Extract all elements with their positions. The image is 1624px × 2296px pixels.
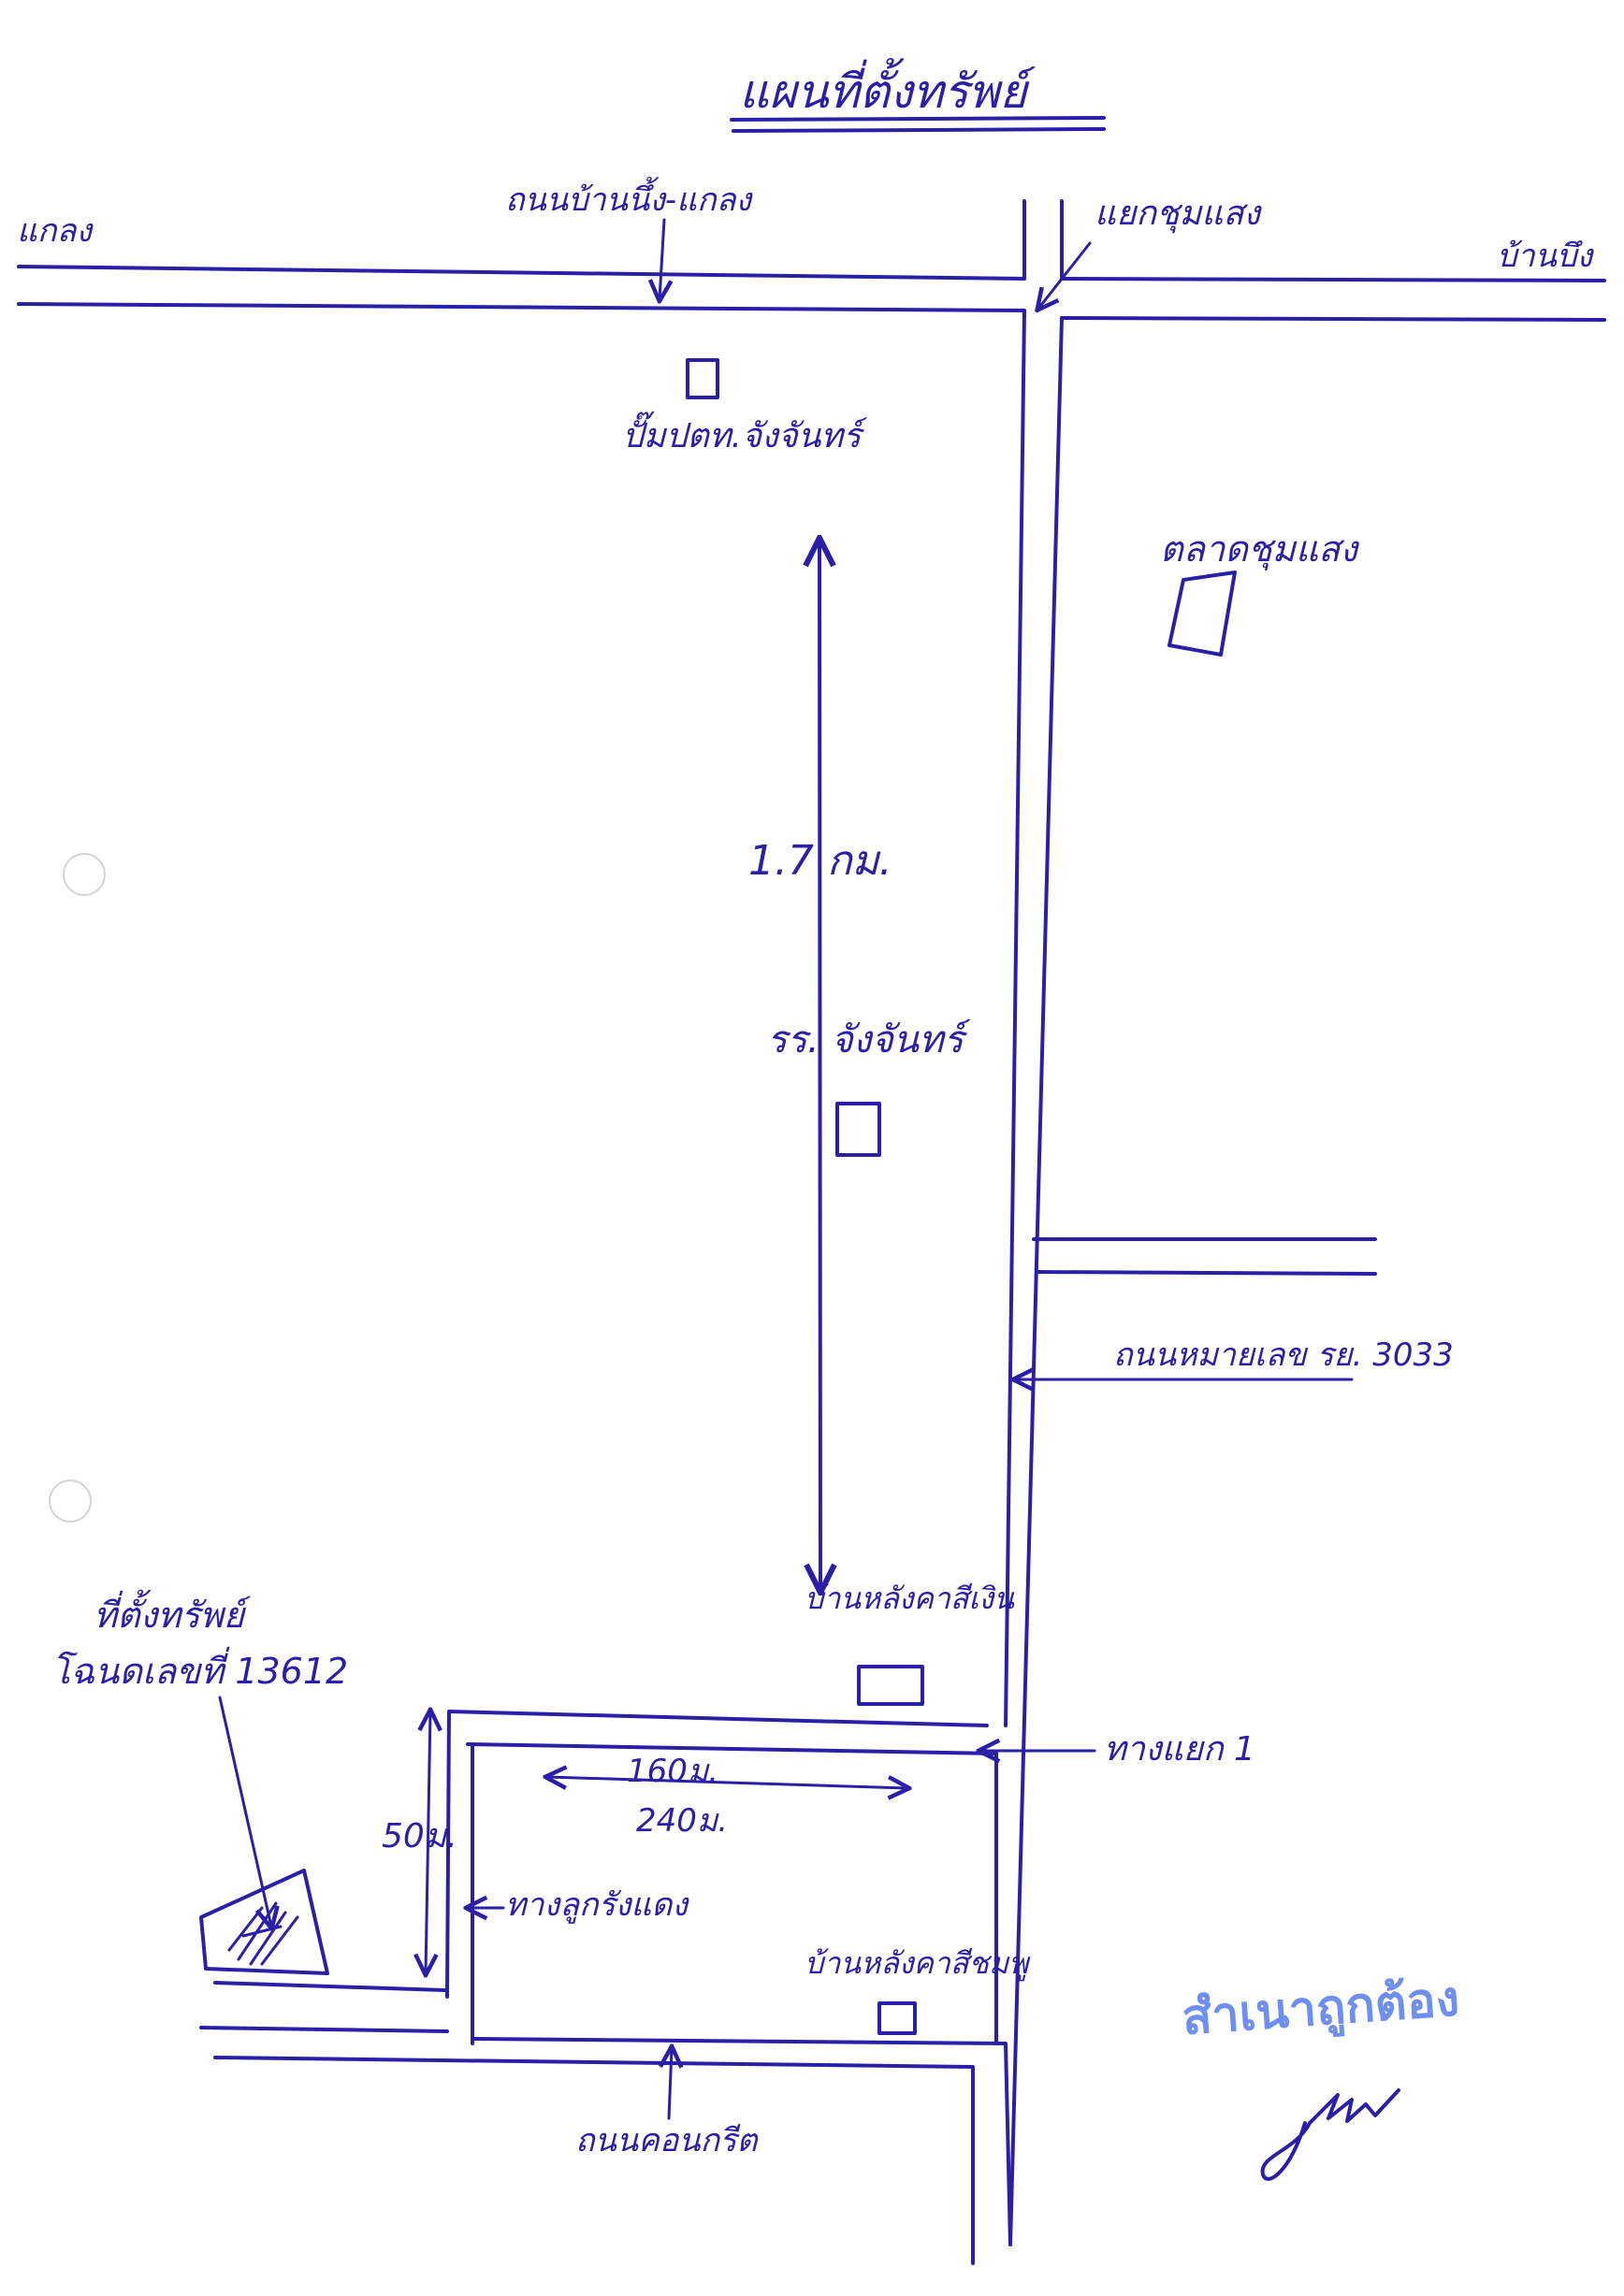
label-deed: โฉนดเลขที่ 13612 — [51, 1646, 348, 1692]
building-icon — [877, 2001, 917, 2035]
label-junction-top: แยกชุมแสง — [1095, 195, 1262, 234]
label-market: ตลาดชุมแสง — [1160, 528, 1360, 570]
label-highway: ถนนหมายเลข รย. 3033 — [1113, 1336, 1454, 1374]
building-icon — [686, 358, 719, 399]
map-title: แผนที่ตั้งทรัพย์ — [739, 58, 1037, 119]
property-hatch — [227, 1901, 299, 1966]
label-road-top: ถนนบ้านนึ้ง-แกลง — [505, 176, 753, 219]
certified-stamp: สำเนาถูกต้อง — [1181, 1971, 1461, 2048]
building-icon — [1167, 570, 1237, 657]
arrow-icon — [669, 2048, 672, 2120]
label-property: ที่ตั้งทรัพย์ — [94, 1589, 252, 1636]
road-lane-bottom — [213, 2037, 1012, 2265]
label-left-edge: แกลง — [17, 212, 94, 250]
road-lane-left — [445, 1710, 474, 2045]
label-dim-50: 50ม. — [382, 1817, 457, 1856]
label-soil-road: ทางลูกรังแดง — [505, 1886, 689, 1924]
label-intersection: ทางแยก 1 — [1104, 1730, 1255, 1769]
label-school: รร. จังจันทร์ — [767, 1018, 971, 1061]
arrow-icon — [819, 541, 820, 1590]
road-soil — [199, 1981, 449, 2033]
punch-hole — [63, 853, 106, 896]
road-top — [17, 265, 1606, 322]
signature-icon — [1260, 2088, 1400, 2181]
road-vertical — [1004, 199, 1064, 2246]
label-right-edge: บ้านบึง — [1497, 238, 1594, 275]
arrow-icon — [218, 1696, 271, 1927]
label-gas-station: ปั๊มปตท.จังจันทร์ — [622, 411, 867, 455]
label-house-corner: บ้านหลังคาสีเงิน — [805, 1581, 1015, 1616]
road-lane-top — [447, 1710, 998, 1755]
building-icon — [835, 1102, 881, 1157]
road-side-right — [1032, 1237, 1377, 1276]
arrow-icon — [426, 1711, 430, 1973]
arrow-icon — [660, 218, 664, 299]
building-icon — [857, 1665, 924, 1706]
label-road-bottom: ถนนคอนกรีต — [575, 2122, 759, 2159]
punch-hole — [49, 1480, 92, 1523]
arrow-icon — [1038, 241, 1092, 309]
label-distance: 1.7 กม. — [748, 837, 892, 885]
arrow-icon — [547, 1777, 907, 1788]
label-dim-240: 240ม. — [636, 1802, 728, 1840]
label-house-inner: บ้านหลังคาสีชมพู — [805, 1945, 1031, 1982]
title-underline — [730, 116, 1106, 133]
label-dim-160: 160ม. — [627, 1753, 718, 1790]
property-plot — [199, 1869, 329, 1975]
